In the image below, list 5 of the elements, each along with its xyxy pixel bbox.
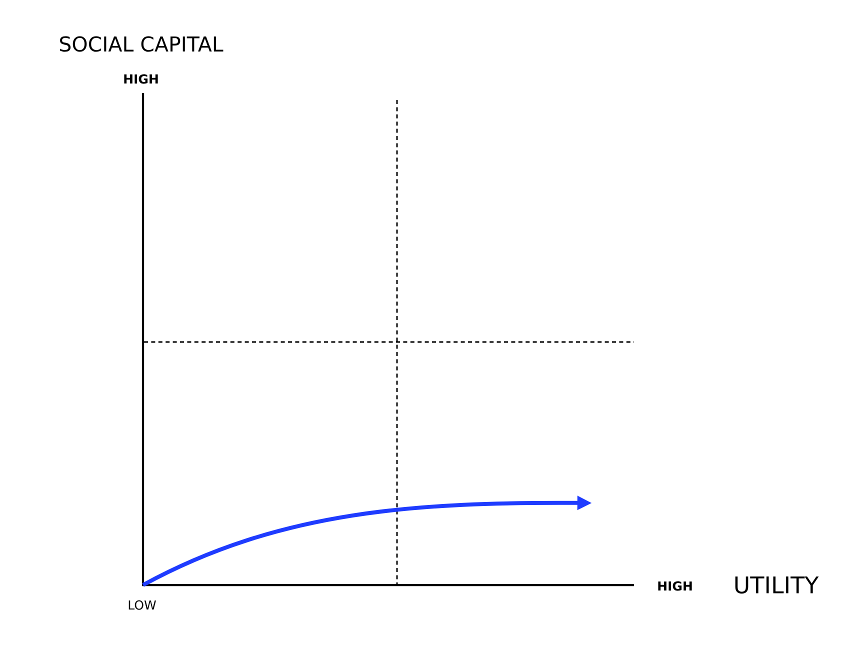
axis-label: HIGH (658, 581, 692, 591)
axis-title: SOCIAL CAPITAL (60, 36, 224, 52)
axis-label: HIGH (124, 74, 158, 84)
axis-title: UTILITY (735, 576, 819, 594)
axis-label: LOW (128, 600, 156, 610)
